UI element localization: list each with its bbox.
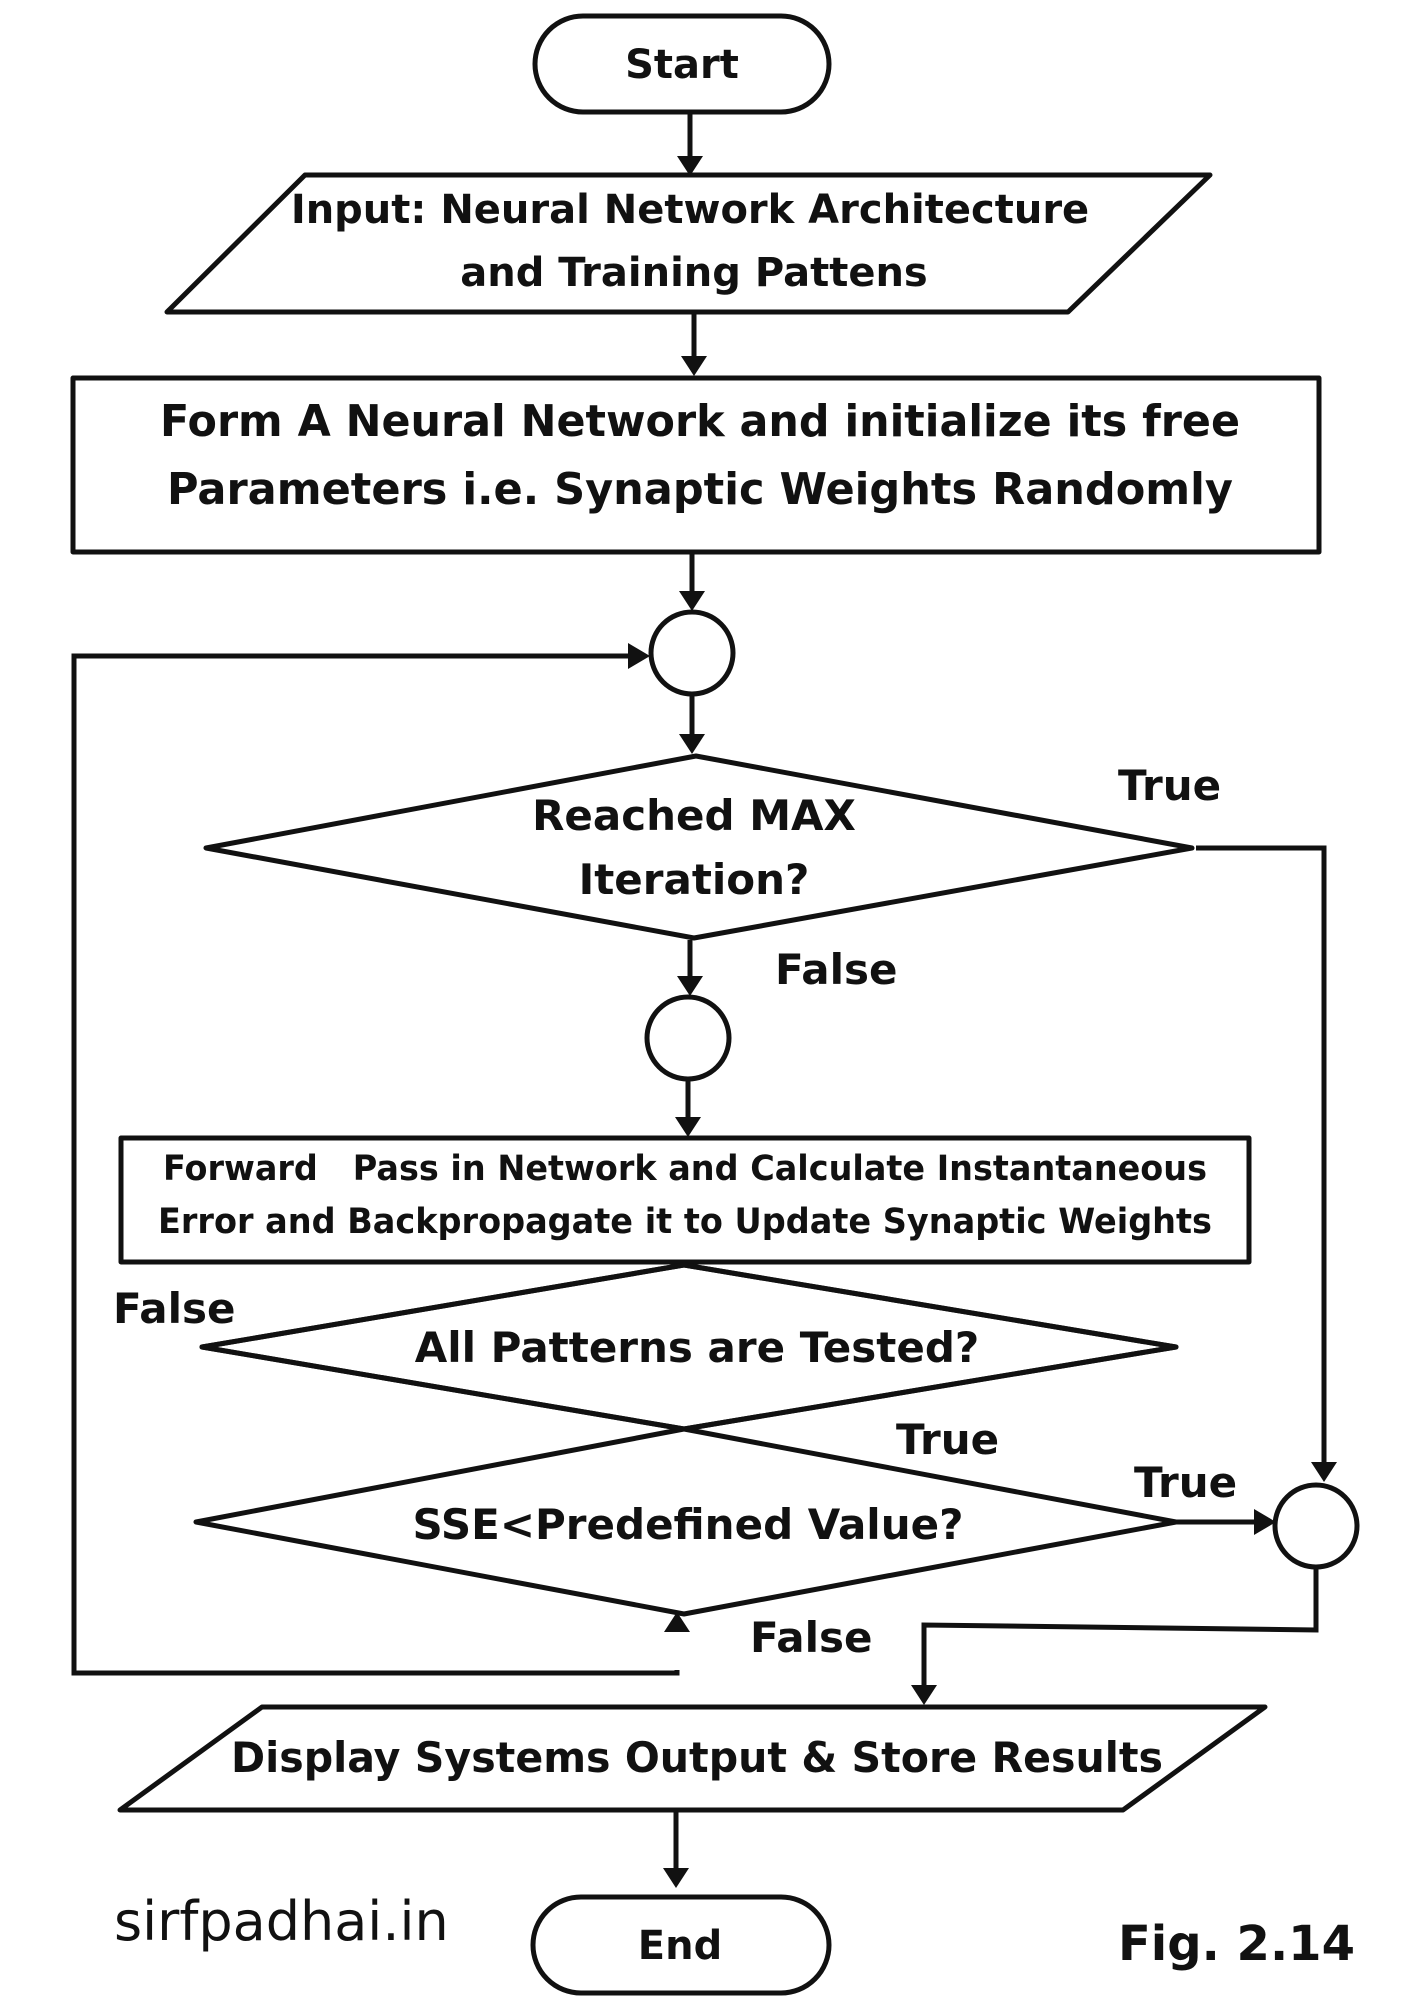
initialize-label-line1: Form A Neural Network and initialize its… xyxy=(160,396,1240,447)
figure-number: Fig. 2.14 xyxy=(1118,1916,1355,1972)
decision-patterns-label: All Patterns are Tested? xyxy=(415,1323,980,1372)
initialize-label-line2: Parameters i.e. Synaptic Weights Randoml… xyxy=(167,464,1233,515)
arrowhead-max xyxy=(679,734,705,754)
start-label: Start xyxy=(625,42,739,88)
start-terminator xyxy=(532,13,832,115)
decision-max-iteration xyxy=(203,753,1195,941)
arrowhead-process xyxy=(675,1117,701,1137)
connectors xyxy=(71,114,1337,1888)
forward-backprop-process-box xyxy=(118,1135,1252,1265)
arrowhead-loop-sse-bottom xyxy=(664,1612,690,1632)
label-sse-true: True xyxy=(1134,1458,1237,1507)
arrowhead-input xyxy=(677,156,703,176)
junction-circle-1 xyxy=(648,609,736,697)
label-max-false: False xyxy=(775,945,897,994)
arrow-junction3-to-output xyxy=(921,1568,1319,1688)
arrow-sse-false-loop xyxy=(71,653,680,1676)
arrowhead-junction1 xyxy=(679,591,705,611)
junction-circle-3 xyxy=(1272,1482,1360,1570)
input-label-line2: and Training Pattens xyxy=(460,250,927,296)
decision-sse-threshold xyxy=(193,1426,1179,1617)
decision-max-label-line2: Iteration? xyxy=(579,855,810,904)
decision-patterns-outline xyxy=(199,1262,1179,1432)
arrowhead-junction3-top xyxy=(1311,1462,1337,1482)
output-parallelogram xyxy=(117,1704,1268,1813)
process-label-line1: Forward Pass in Network and Calculate In… xyxy=(163,1149,1207,1189)
watermark-text: sirfpadhai.in xyxy=(114,1890,449,1953)
label-patterns-true: True xyxy=(896,1415,999,1464)
label-patterns-false: False xyxy=(113,1284,235,1333)
decision-max-label-line1: Reached MAX xyxy=(532,791,856,840)
process-label-line2: Error and Backpropagate it to Update Syn… xyxy=(158,1202,1212,1242)
label-sse-false: False xyxy=(750,1613,872,1662)
arrowhead-output xyxy=(911,1685,937,1705)
output-label: Display Systems Output & Store Results xyxy=(231,1733,1163,1782)
arrowhead-init xyxy=(681,356,707,376)
end-terminator xyxy=(530,1894,832,1996)
end-label: End xyxy=(638,1923,722,1969)
decision-sse-label: SSE<Predefined Value? xyxy=(413,1500,964,1549)
arrowhead-junction2 xyxy=(677,976,703,996)
arrowhead-loop-junction1 xyxy=(628,643,650,669)
initialize-process-box xyxy=(70,375,1322,555)
arrowhead-junction3-left xyxy=(1254,1509,1276,1535)
input-label-line1: Input: Neural Network Architecture xyxy=(291,187,1089,233)
arrow-max-true-to-junction3 xyxy=(1196,845,1327,1466)
arrowhead-end xyxy=(663,1868,689,1888)
input-parallelogram xyxy=(164,172,1213,315)
label-max-true: True xyxy=(1118,761,1221,810)
junction-circle-2 xyxy=(644,994,732,1082)
